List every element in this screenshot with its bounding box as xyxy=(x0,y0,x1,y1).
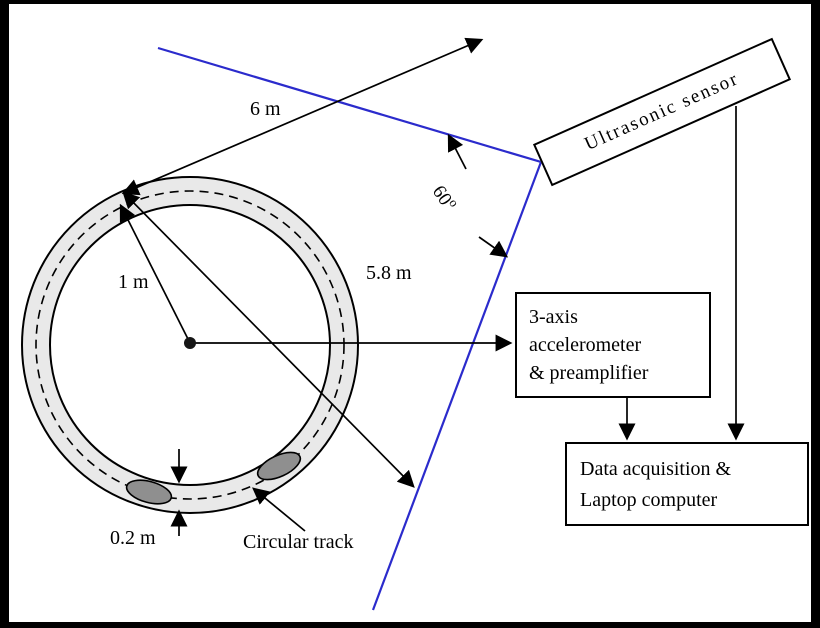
distance-5-8m-label: 5.8 m xyxy=(366,262,412,284)
accelerometer-label-line1: 3-axis xyxy=(529,306,578,328)
track-width-label: 0.2 m xyxy=(110,527,156,549)
accelerometer-label-line2: accelerometer xyxy=(529,334,642,356)
radius-label: 1 m xyxy=(118,271,149,293)
distance-6m-arrow xyxy=(121,37,484,196)
track-center-dot xyxy=(184,337,196,349)
daq-label-line2: Laptop computer xyxy=(580,489,718,511)
circular-track-pointer-arrow xyxy=(252,487,306,532)
daq-label-line1: Data acquisition & xyxy=(580,458,732,480)
accelerometer-label-line3: & preamplifier xyxy=(529,362,649,384)
angle-lower-arrow xyxy=(478,236,509,258)
angle-upper-arrow xyxy=(447,133,467,170)
distance-6m-label: 6 m xyxy=(250,98,281,120)
accelerometer-box: 3-axis accelerometer & preamplifier xyxy=(515,292,711,398)
circular-track-label: Circular track xyxy=(243,531,354,553)
data-acquisition-box: Data acquisition & Laptop computer xyxy=(565,442,809,526)
distance-5-8m-arrow xyxy=(122,191,415,488)
